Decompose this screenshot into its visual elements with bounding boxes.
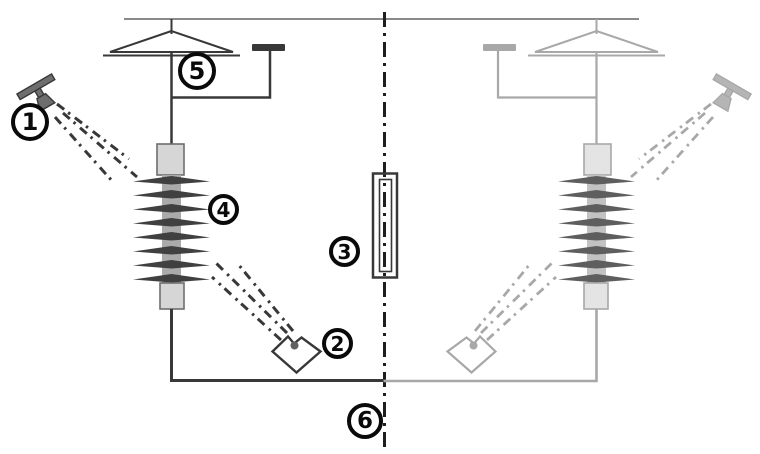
probe-jumper-right (496, 51, 596, 99)
left-assembly (15, 19, 386, 382)
insulator-bottom-cap-left (159, 282, 185, 310)
callout-circle-4: 4 (208, 194, 239, 225)
callout-circle-3: 3 (329, 236, 360, 267)
spray-ray (653, 116, 715, 183)
spray-nozzle-right-icon (445, 334, 498, 374)
insulator-string-left (133, 143, 210, 310)
spray-jet-gun-left (53, 102, 138, 183)
callout-circle-1: 1 (11, 103, 49, 141)
insulator-shed (133, 246, 210, 255)
insulator-shed (558, 176, 635, 185)
insulator-shed (558, 274, 635, 283)
nozzle-orifice-left (290, 341, 299, 350)
spray-jet-nozzle-right (473, 262, 557, 342)
probe-electrode-right (483, 44, 596, 99)
insulator-shed (133, 232, 210, 241)
grading-cone-left (103, 19, 240, 145)
insulator-top-cap-left (156, 143, 185, 176)
insulator-shed (133, 190, 210, 199)
insulator-top-cap-right (583, 143, 612, 176)
cone-triangle-right (534, 29, 659, 53)
spray-ray (486, 275, 557, 342)
insulator-shed (558, 246, 635, 255)
insulator-shed (558, 232, 635, 241)
spray-ray (638, 102, 712, 161)
cone-triangle-left (109, 29, 234, 53)
insulator-string-right (558, 143, 635, 310)
spray-ray (630, 111, 706, 179)
bottom-conductor-right-line (383, 309, 598, 383)
bottom-conductor-right (383, 309, 598, 383)
spray-ray (62, 111, 138, 179)
insulator-shed (558, 218, 635, 227)
spray-jet-nozzle-left (210, 261, 295, 342)
insulator-shed (133, 218, 210, 227)
bottom-conductor-left-line (170, 309, 386, 382)
spray-ray (473, 263, 532, 332)
insulator-shed (133, 204, 210, 213)
nozzle-diamond-left (270, 334, 323, 375)
divider-element (371, 172, 399, 279)
spray-ray (236, 263, 295, 332)
gun-nozzle-right (711, 92, 732, 113)
callout-circle-5: 5 (178, 52, 216, 90)
spray-nozzle-left-icon (270, 334, 323, 375)
grading-cone-right (528, 19, 665, 145)
spray-ray (210, 275, 283, 342)
insulator-shed (558, 190, 635, 199)
callout-circle-2: 2 (322, 328, 353, 359)
probe-jumper-left (172, 51, 272, 99)
spray-ray (214, 261, 289, 335)
insulator-shaft-right (587, 175, 606, 283)
probe-bar-right (483, 44, 516, 51)
spray-ray (480, 262, 553, 334)
insulator-shaft-left (162, 175, 181, 283)
spray-ray (56, 102, 130, 161)
nozzle-orifice-right (469, 341, 478, 350)
divider-outer-rect (371, 172, 399, 279)
probe-bar-left (252, 44, 285, 51)
insulator-shed (133, 260, 210, 269)
spray-ray (53, 116, 115, 183)
insulator-shed (133, 176, 210, 185)
divider-inner-rect (378, 178, 393, 273)
spray-gun-right-icon (711, 73, 753, 113)
callout-circle-6: 6 (347, 403, 383, 439)
insulator-shed (133, 274, 210, 283)
bottom-conductor-left (170, 309, 386, 382)
gun-crossbar-left (15, 73, 56, 101)
gun-crossbar-right (712, 73, 753, 101)
nozzle-diamond-right (445, 334, 498, 374)
right-assembly (383, 19, 753, 383)
insulator-shed (558, 204, 635, 213)
insulator-bottom-cap-right (583, 282, 609, 310)
spray-jet-gun-right (630, 102, 715, 183)
insulator-shed (558, 260, 635, 269)
probe-electrode-left (172, 44, 285, 99)
